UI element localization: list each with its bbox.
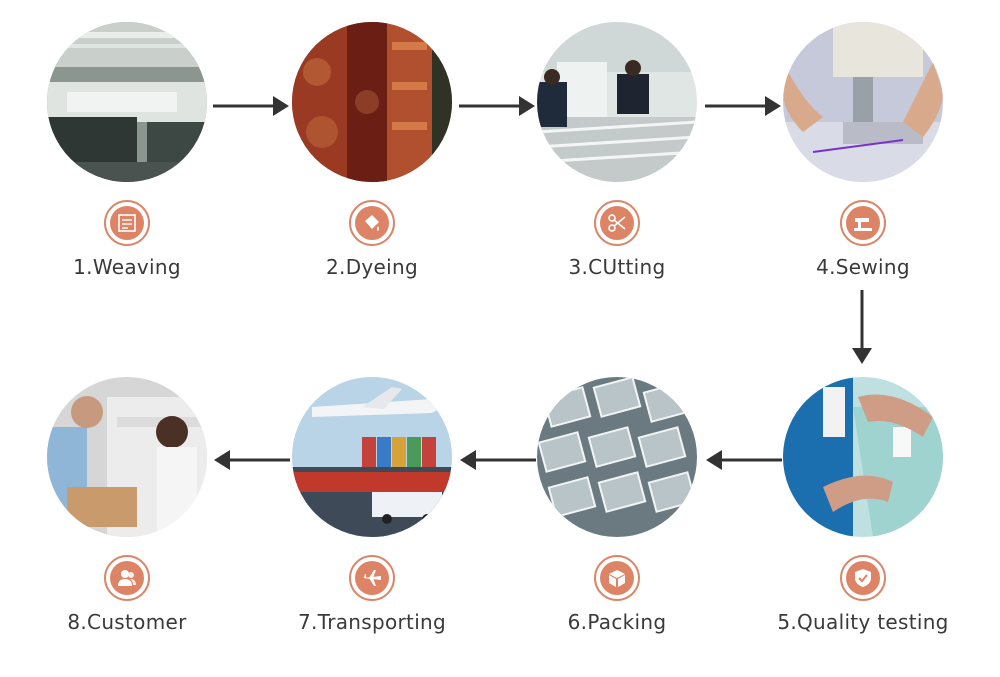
step-label: 5.Quality testing bbox=[777, 610, 949, 634]
box-icon bbox=[609, 570, 625, 587]
step-label: 7.Transporting bbox=[297, 610, 447, 634]
sewing-machine-photo bbox=[783, 22, 943, 182]
quality-inspection-photo bbox=[783, 377, 943, 537]
step-label: 3.CUtting bbox=[568, 255, 666, 279]
box-icon-badge bbox=[594, 555, 640, 601]
step-transporting: 7.Transporting bbox=[252, 377, 492, 677]
shield-check-icon bbox=[855, 569, 871, 587]
users-icon bbox=[118, 570, 136, 586]
step-quality-testing: 5.Quality testing bbox=[743, 377, 983, 677]
weaving-factory-photo bbox=[47, 22, 207, 182]
step-customer: 8.Customer bbox=[7, 377, 247, 677]
cargo-transport-photo bbox=[292, 377, 452, 537]
arrow-left-icon bbox=[706, 450, 782, 470]
step-label: 4.Sewing bbox=[816, 255, 910, 279]
step-label: 6.Packing bbox=[567, 610, 667, 634]
users-icon-badge bbox=[104, 555, 150, 601]
scissors-icon bbox=[608, 214, 626, 232]
cutting-workers-photo bbox=[537, 22, 697, 182]
sewing-machine-icon bbox=[854, 218, 872, 231]
airplane-icon-badge bbox=[349, 555, 395, 601]
packed-goods-photo bbox=[537, 377, 697, 537]
step-label: 2.Dyeing bbox=[326, 255, 418, 279]
arrow-right-icon bbox=[213, 96, 289, 116]
arrow-down-icon bbox=[852, 290, 872, 364]
loom-icon bbox=[118, 214, 136, 232]
step-weaving: 1.Weaving bbox=[7, 22, 247, 322]
step-label: 1.Weaving bbox=[73, 255, 181, 279]
customer-delivery-photo bbox=[47, 377, 207, 537]
step-sewing: 4.Sewing bbox=[743, 22, 983, 322]
arrow-left-icon bbox=[460, 450, 536, 470]
paint-bucket-icon bbox=[365, 215, 379, 231]
sewing-machine-icon-badge bbox=[840, 200, 886, 246]
airplane-icon bbox=[363, 570, 381, 586]
step-label: 8.Customer bbox=[67, 610, 187, 634]
arrow-left-icon bbox=[214, 450, 290, 470]
step-cutting: 3.CUtting bbox=[497, 22, 737, 322]
arrow-right-icon bbox=[459, 96, 535, 116]
step-packing: 6.Packing bbox=[497, 377, 737, 677]
dyed-fabric-photo bbox=[292, 22, 452, 182]
arrow-right-icon bbox=[705, 96, 781, 116]
step-dyeing: 2.Dyeing bbox=[252, 22, 492, 322]
shield-check-icon-badge bbox=[840, 555, 886, 601]
paint-bucket-icon-badge bbox=[349, 200, 395, 246]
scissors-icon-badge bbox=[594, 200, 640, 246]
loom-icon-badge bbox=[104, 200, 150, 246]
